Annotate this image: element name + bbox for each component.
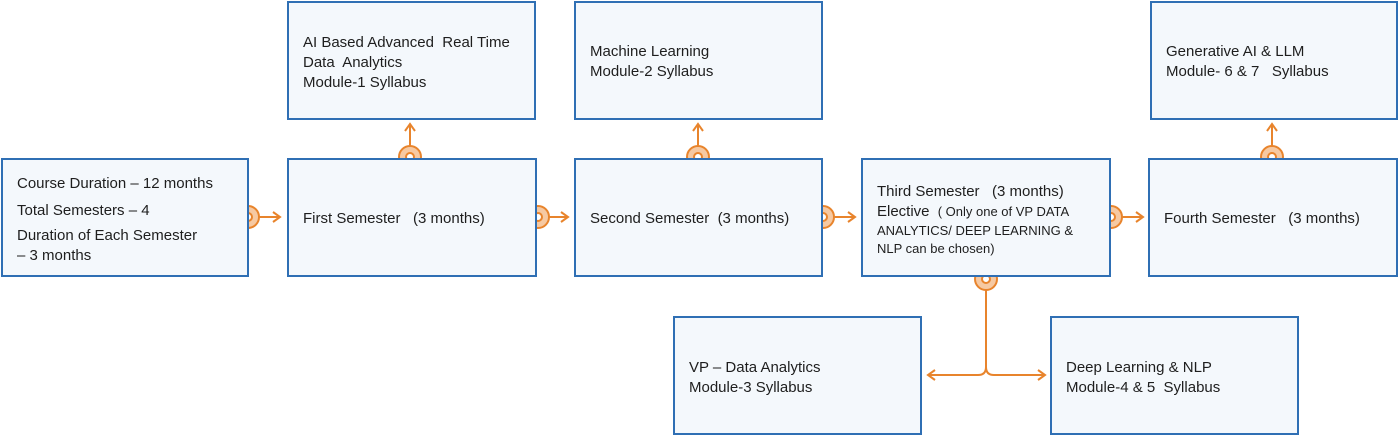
connector-sem3-mod3 [928,290,987,376]
total-semesters-text: Total Semesters – 4 [17,202,150,219]
module-4-5-syllabus: Module-4 & 5 Syllabus [1066,379,1221,396]
module-6-7-box: Generative AI & LLM Module- 6 & 7 Syllab… [1150,1,1398,120]
second-semester-label: Second Semester (3 months) [590,210,790,227]
arrowhead-mod1 [404,122,416,132]
first-semester-box: First Semester (3 months) [287,158,537,277]
elective-label: Elective [877,203,930,220]
fourth-semester-label: Fourth Semester (3 months) [1164,210,1360,227]
semester-duration-text: Duration of Each Semester [17,227,198,244]
module-1-title-1: AI Based Advanced Real Time [303,34,510,51]
module-4-5-title: Deep Learning & NLP [1066,359,1212,376]
third-semester-label: Third Semester (3 months) [877,183,1064,200]
arrowhead-mod2 [692,122,704,132]
course-info-box: Course Duration – 12 months Total Semest… [1,158,249,277]
arrowhead-mod45 [1037,369,1047,381]
module-3-title: VP – Data Analytics [689,359,821,376]
module-1-title-2: Data Analytics [303,54,403,71]
third-semester-box: Third Semester (3 months) Elective ( Onl… [861,158,1111,277]
connector-sem3-mod45 [985,366,1045,376]
module-6-7-title: Generative AI & LLM [1166,43,1305,60]
arrowhead-sem3 [847,211,857,223]
fourth-semester-box: Fourth Semester (3 months) [1148,158,1398,277]
module-2-box: Machine Learning Module-2 Syllabus [574,1,823,120]
elective-note-3: NLP can be chosen) [877,241,995,256]
arrowhead-sem1 [272,211,282,223]
module-1-syllabus: Module-1 Syllabus [303,74,427,91]
module-3-box: VP – Data Analytics Module-3 Syllabus [673,316,922,435]
module-3-syllabus: Module-3 Syllabus [689,379,813,396]
arrowhead-mod3 [926,369,936,381]
elective-line: Elective ( Only one of VP DATA [877,202,1109,222]
course-duration-text: Course Duration – 12 months [17,175,213,192]
first-semester-label: First Semester (3 months) [303,210,485,227]
module-1-box: AI Based Advanced Real Time Data Analyti… [287,1,536,120]
module-2-syllabus: Module-2 Syllabus [590,63,714,80]
semester-duration-value: – 3 months [17,247,92,264]
arrowhead-sem2 [560,211,570,223]
arrowhead-mod67 [1266,122,1278,132]
second-semester-box: Second Semester (3 months) [574,158,823,277]
elective-note-2: ANALYTICS/ DEEP LEARNING & [877,223,1074,238]
module-4-5-box: Deep Learning & NLP Module-4 & 5 Syllabu… [1050,316,1299,435]
arrowhead-sem4 [1135,211,1145,223]
module-2-title: Machine Learning [590,43,710,60]
module-6-7-syllabus: Module- 6 & 7 Syllabus [1166,63,1329,80]
elective-note-1: ( Only one of VP DATA [937,204,1070,219]
